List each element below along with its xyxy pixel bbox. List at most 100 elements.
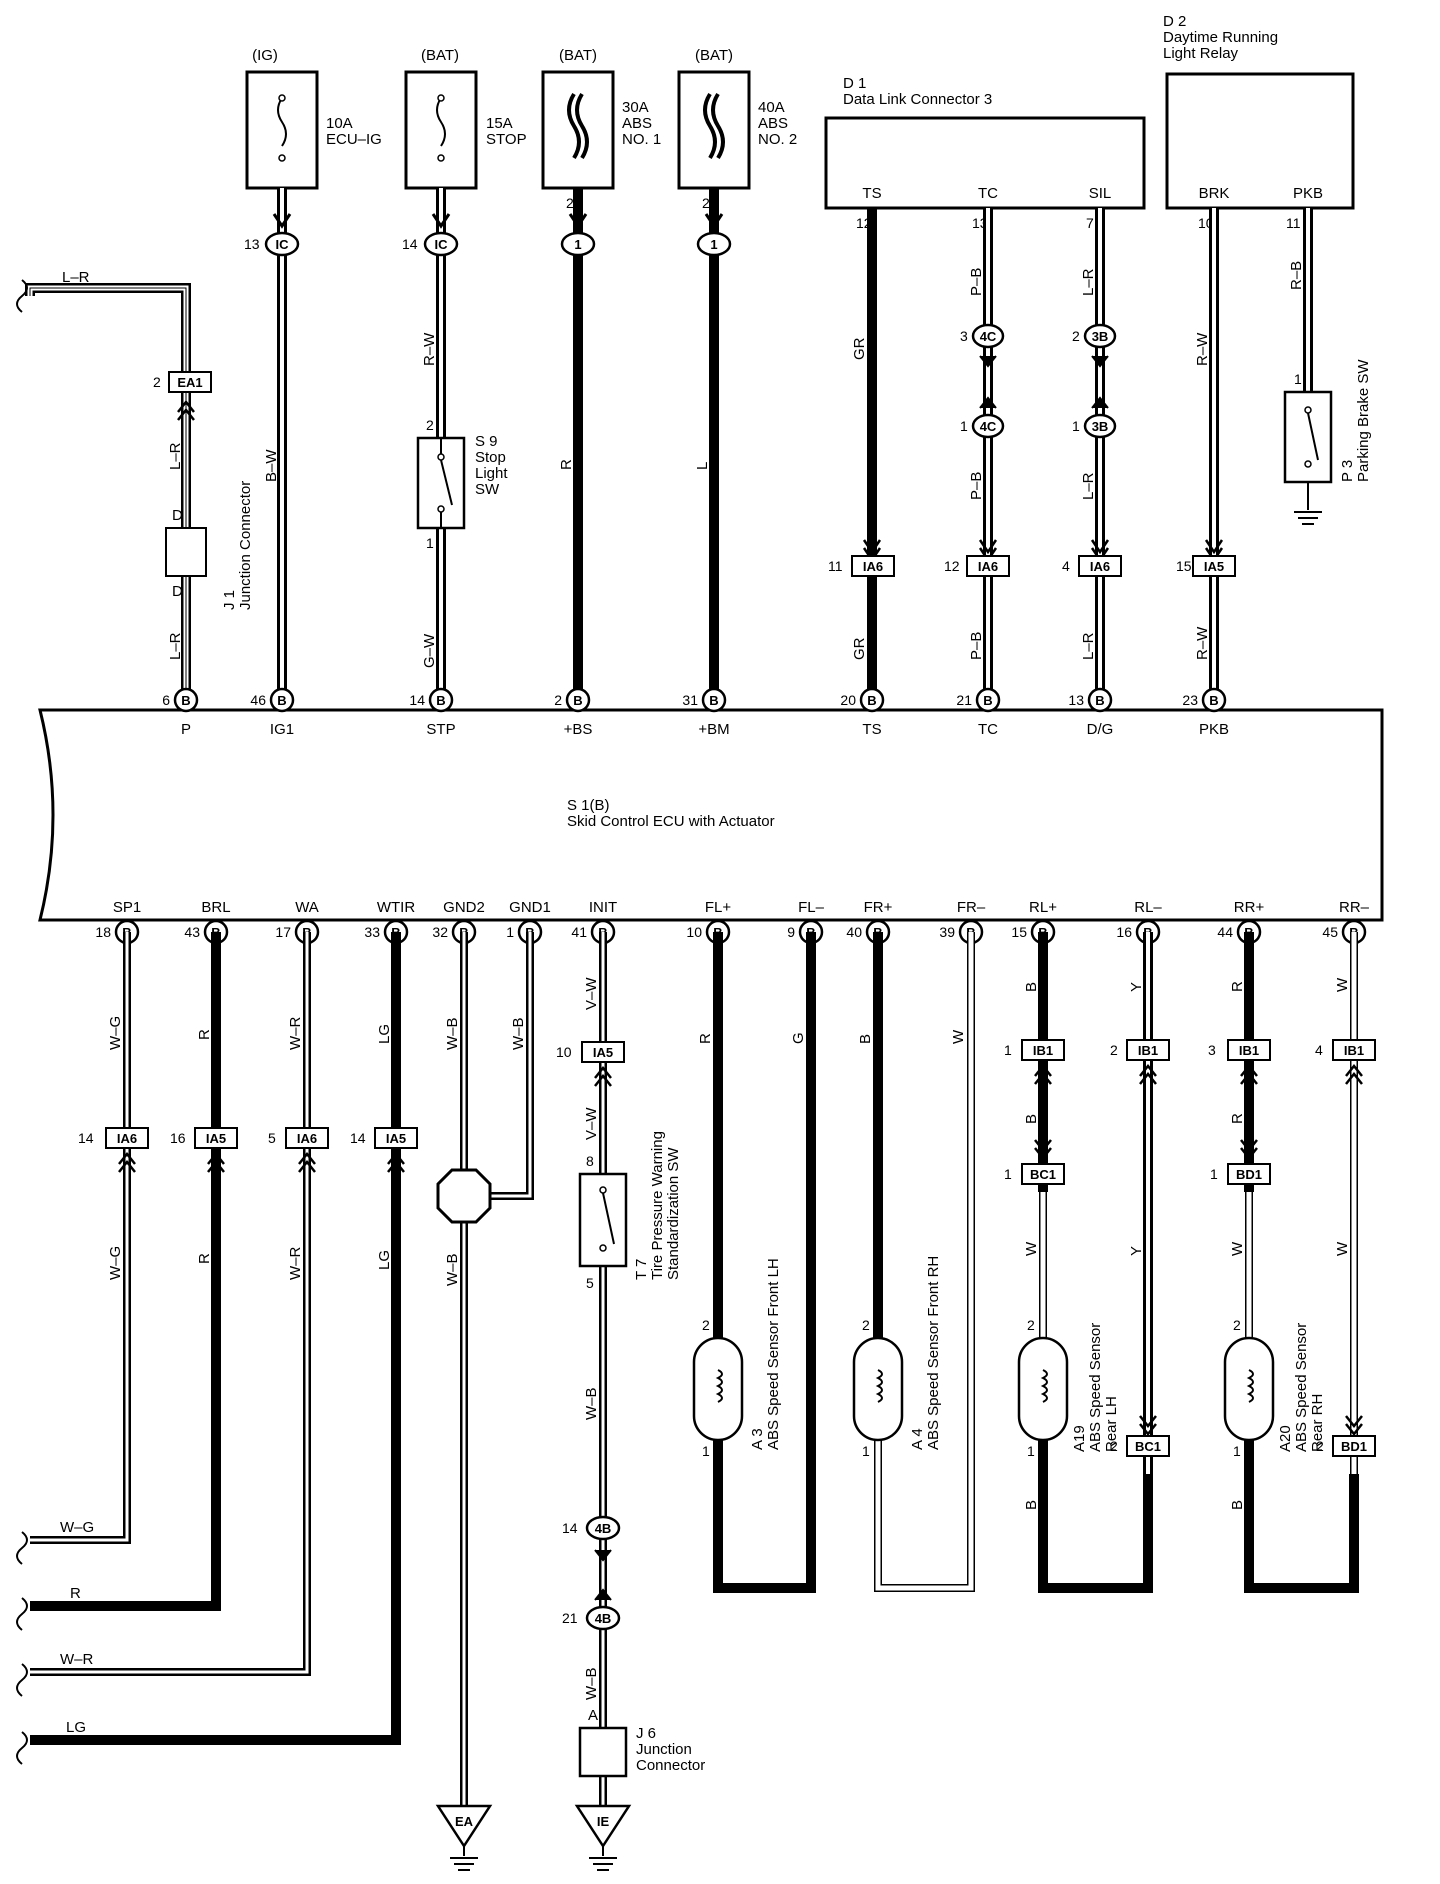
svg-text:Rear LH: Rear LH xyxy=(1103,1396,1120,1452)
svg-text:14: 14 xyxy=(78,1130,94,1146)
svg-text:20: 20 xyxy=(840,692,856,708)
svg-text:BD1: BD1 xyxy=(1236,1167,1262,1182)
svg-text:11: 11 xyxy=(828,558,843,574)
svg-text:14: 14 xyxy=(409,692,425,708)
svg-text:2: 2 xyxy=(426,417,434,433)
svg-text:B: B xyxy=(1209,693,1218,708)
svg-text:NO. 1: NO. 1 xyxy=(622,131,661,148)
svg-text:Junction: Junction xyxy=(636,1741,692,1758)
svg-text:GND2: GND2 xyxy=(443,899,485,916)
svg-text:Data Link Connector 3: Data Link Connector 3 xyxy=(843,91,992,108)
connector-bd1-2: BD1 2 xyxy=(1316,1415,1376,1457)
svg-text:11: 11 xyxy=(1286,215,1301,231)
svg-text:W–B: W–B xyxy=(583,1387,600,1420)
connector-ib1-4: IB1 4 xyxy=(1315,1039,1376,1085)
svg-text:ABS: ABS xyxy=(622,115,652,132)
svg-text:43: 43 xyxy=(184,924,200,940)
wire-gnd: W–B W–B W–B xyxy=(436,932,534,1806)
svg-text:TC: TC xyxy=(978,185,998,202)
connector-bc1: BC1 1 xyxy=(1004,1139,1065,1185)
svg-text:16: 16 xyxy=(1116,924,1132,940)
svg-text:1: 1 xyxy=(1004,1042,1012,1058)
connector-ia5-init: IA5 10 xyxy=(556,1041,625,1087)
svg-text:2: 2 xyxy=(1110,1042,1118,1058)
svg-text:Junction Connector: Junction Connector xyxy=(237,481,254,610)
svg-text:B: B xyxy=(181,693,190,708)
svg-text:B: B xyxy=(1229,1500,1246,1510)
svg-text:RR–: RR– xyxy=(1339,899,1370,916)
svg-text:3: 3 xyxy=(1208,1042,1216,1058)
svg-text:D 2: D 2 xyxy=(1163,13,1186,30)
svg-text:B: B xyxy=(1023,982,1040,992)
ecu-top-pins: B6PB46IG1B14STPB2+BSB31+BMB20TSB21TCB13D… xyxy=(162,687,1229,738)
svg-text:2: 2 xyxy=(566,195,574,211)
svg-text:2: 2 xyxy=(1072,328,1080,344)
skid-control-ecu-s1: S 1(B) Skid Control ECU with Actuator xyxy=(38,708,1384,922)
svg-text:LG: LG xyxy=(376,1024,393,1044)
connector-4c-upper: 4C 3 xyxy=(960,323,1005,349)
svg-text:IA6: IA6 xyxy=(1090,559,1110,574)
svg-text:IC: IC xyxy=(276,237,290,252)
wire-brl: R R R xyxy=(30,932,221,1611)
wire-ts: GR GR xyxy=(851,208,877,700)
svg-text:GND1: GND1 xyxy=(509,899,551,916)
svg-text:IE: IE xyxy=(597,1814,610,1829)
svg-text:J 6: J 6 xyxy=(636,1725,656,1742)
svg-text:FR–: FR– xyxy=(957,899,986,916)
svg-text:W: W xyxy=(1023,1241,1040,1256)
svg-text:1: 1 xyxy=(1210,1166,1218,1182)
svg-text:2: 2 xyxy=(1110,1438,1118,1454)
wire-tc: P–B P–B P–B xyxy=(968,208,993,700)
svg-text:FR+: FR+ xyxy=(864,899,893,916)
svg-text:B: B xyxy=(1023,1500,1040,1510)
connector-3b-lower: 3B 1 xyxy=(1072,355,1117,439)
svg-text:G–W: G–W xyxy=(421,633,438,668)
svg-text:BC1: BC1 xyxy=(1135,1439,1161,1454)
svg-text:ABS Speed Sensor Front RH: ABS Speed Sensor Front RH xyxy=(925,1256,942,1450)
svg-text:1: 1 xyxy=(710,237,717,252)
wire-ig1: IC 13 B–W xyxy=(244,188,300,700)
svg-text:16: 16 xyxy=(170,1130,186,1146)
svg-text:(BAT): (BAT) xyxy=(695,47,733,64)
fuse-abs-no1: (BAT) 30A ABS NO. 1 2 xyxy=(541,47,661,211)
svg-text:SIL: SIL xyxy=(1089,185,1112,202)
svg-text:Stop: Stop xyxy=(475,449,506,466)
svg-text:4B: 4B xyxy=(595,1521,612,1536)
svg-text:14: 14 xyxy=(350,1130,366,1146)
svg-text:W–B: W–B xyxy=(583,1667,600,1700)
svg-text:FL–: FL– xyxy=(798,899,825,916)
svg-text:TC: TC xyxy=(978,721,998,738)
svg-text:BRL: BRL xyxy=(201,899,230,916)
svg-text:7: 7 xyxy=(1086,215,1094,231)
svg-text:V–W: V–W xyxy=(583,977,600,1010)
connector-4c-lower: 4C 1 xyxy=(960,355,1005,439)
svg-text:40A: 40A xyxy=(758,99,785,116)
svg-text:Connector: Connector xyxy=(636,1757,705,1774)
wire-fr: B W xyxy=(857,932,975,1592)
svg-text:GR: GR xyxy=(851,337,868,360)
svg-text:4C: 4C xyxy=(980,419,997,434)
svg-text:L–R: L–R xyxy=(62,269,90,286)
svg-text:W: W xyxy=(1334,1241,1351,1256)
svg-text:R: R xyxy=(196,1029,213,1040)
svg-text:STOP: STOP xyxy=(486,131,527,148)
svg-text:4C: 4C xyxy=(980,329,997,344)
svg-text:R: R xyxy=(1229,981,1246,992)
svg-text:P–B: P–B xyxy=(968,632,985,660)
svg-text:1: 1 xyxy=(426,535,434,551)
svg-text:B: B xyxy=(867,693,876,708)
svg-text:R: R xyxy=(697,1033,714,1044)
svg-text:44: 44 xyxy=(1217,924,1233,940)
wire-p: L–R L–R L–R xyxy=(25,269,191,700)
svg-text:P–B: P–B xyxy=(968,472,985,500)
svg-text:IA5: IA5 xyxy=(593,1045,613,1060)
svg-text:3: 3 xyxy=(960,328,968,344)
connector-ia6-wa: IA6 5 xyxy=(268,1127,329,1173)
svg-text:Daytime Running: Daytime Running xyxy=(1163,29,1278,46)
svg-text:P 3: P 3 xyxy=(1339,460,1356,482)
svg-text:D: D xyxy=(172,507,183,524)
